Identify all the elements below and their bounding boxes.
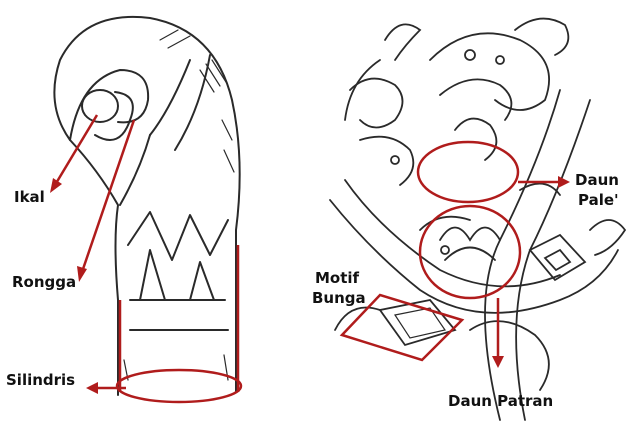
daun-pale-arrowhead (558, 176, 570, 188)
silindris-arrowhead (86, 382, 98, 394)
label-daun-patran: Daun Patran (448, 393, 553, 410)
label-silindris: Silindris (6, 372, 75, 389)
daun-patran-arrowhead (492, 356, 504, 368)
label-daun-pale-line2: Pale' (578, 192, 619, 209)
label-motif-bunga-line1: Motif (315, 270, 359, 287)
label-ikal: Ikal (14, 189, 45, 206)
ikal-arrowhead (50, 178, 62, 193)
label-rongga: Rongga (12, 274, 76, 291)
rongga-arrowhead (77, 266, 87, 282)
silindris-ellipse (117, 370, 241, 402)
ikal-circle (82, 90, 118, 122)
label-daun-pale-line1: Daun (575, 172, 619, 189)
label-motif-bunga-line2: Bunga (312, 290, 366, 307)
daun-pale-ellipse (418, 142, 518, 202)
right-carving-drawing (330, 19, 625, 420)
